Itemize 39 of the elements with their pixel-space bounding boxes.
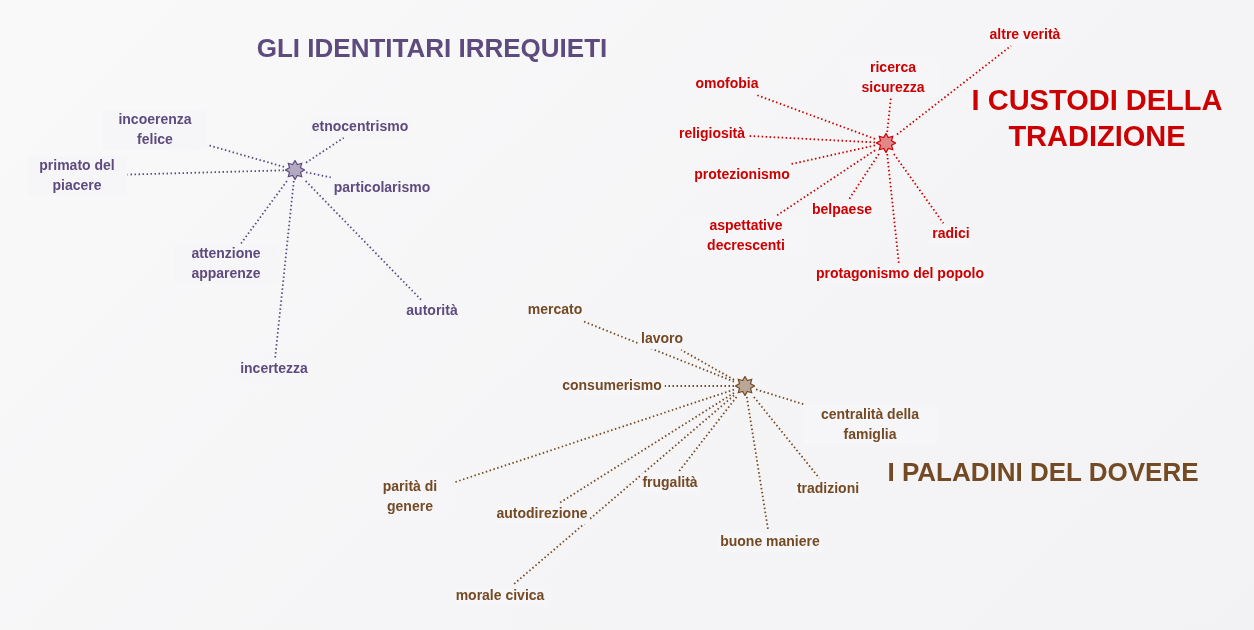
dotted-connector (305, 171, 332, 179)
dotted-connector (511, 394, 735, 587)
dotted-connector (755, 93, 876, 140)
cluster-title: I PALADINI DEL DOVERE (887, 455, 1199, 489)
star-icon (876, 133, 896, 153)
dotted-connector (558, 392, 735, 505)
dotted-connector (893, 153, 945, 225)
keyword-label: autodirezione (494, 504, 590, 524)
dotted-connector (886, 97, 892, 133)
dotted-connector (896, 44, 1012, 136)
keyword-label: belpaese (810, 200, 874, 220)
keyword-label: particolarismo (331, 178, 433, 198)
dotted-connector (747, 135, 876, 144)
keyword-label: frugalità (640, 473, 700, 493)
star-icon (285, 160, 305, 180)
dotted-connector (581, 319, 735, 383)
dotted-connector (240, 180, 288, 245)
keyword-label: protezionismo (692, 165, 792, 185)
dotted-connector (886, 153, 900, 265)
dotted-connector (207, 144, 285, 168)
dotted-connector (126, 169, 285, 176)
dotted-connector (304, 180, 423, 302)
dotted-connector (755, 388, 805, 406)
star-icon (735, 376, 755, 396)
dotted-connector (776, 149, 876, 217)
dotted-connector (677, 396, 738, 474)
keyword-label: lavoro (639, 329, 685, 349)
dotted-connector (305, 136, 345, 164)
keyword-label: religiosità (676, 124, 748, 144)
dotted-connector (274, 180, 295, 360)
cluster-title: GLI IDENTITARI IRREQUIETI (256, 31, 608, 65)
dotted-connector (452, 388, 735, 484)
dotted-connector (789, 144, 876, 166)
dotted-connector (848, 153, 880, 201)
keyword-label: protagonismo del popolo (814, 264, 986, 284)
dotted-connector (663, 385, 735, 387)
dotted-connector (753, 396, 821, 480)
dotted-connector (680, 348, 735, 381)
cluster-title: I CUSTODI DELLA TRADIZIONE (970, 82, 1224, 154)
